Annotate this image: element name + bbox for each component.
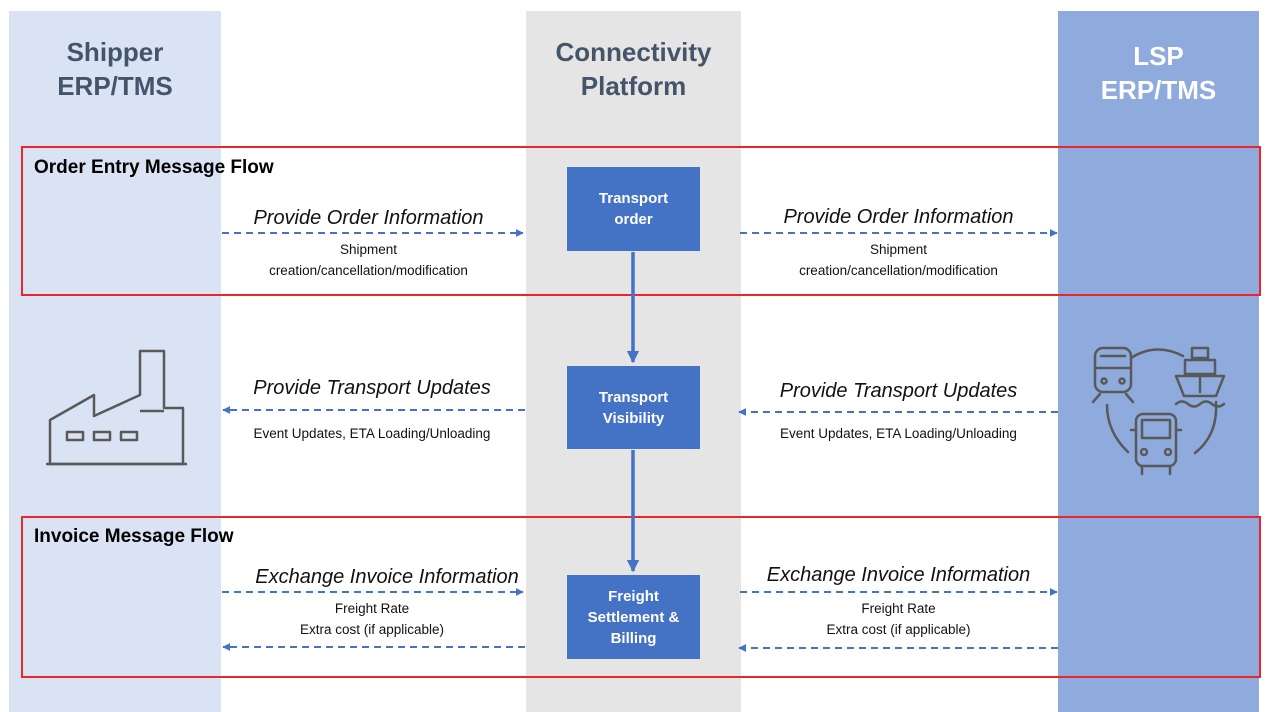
invoice-left-detail: Freight Rate Extra cost (if applicable): [299, 601, 445, 637]
shipper-column-title: Shipper ERP/TMS: [57, 37, 173, 101]
updates-right-label: Provide Transport Updates: [779, 380, 1018, 402]
updates-left-label: Provide Transport Updates: [253, 377, 491, 399]
order-left-detail: Shipment creation/cancellation/modificat…: [269, 242, 468, 278]
invoice-right-label: Exchange Invoice Information: [766, 564, 1031, 586]
lsp-column-title: LSP ERP/TMS: [1100, 41, 1217, 105]
updates-right-detail: Event Updates, ETA Loading/Unloading: [780, 426, 1017, 441]
order-right-label: Provide Order Information: [783, 206, 1014, 228]
lsp-column: LSP ERP/TMS: [1058, 11, 1259, 712]
invoice-left-label: Exchange Invoice Information: [255, 566, 519, 588]
transport-visibility-node: Transport Visibility: [567, 366, 700, 449]
truck-icon: [1129, 412, 1183, 476]
train-icon: [1091, 346, 1135, 404]
freight-settlement-node: Freight Settlement & Billing: [567, 575, 700, 659]
transport-modes-icon: [1091, 346, 1226, 476]
transport-order-node: Transport order: [567, 167, 700, 251]
invoice-flow-title: Invoice Message Flow: [34, 526, 234, 547]
ship-icon: [1174, 346, 1226, 408]
factory-icon: [46, 349, 187, 466]
invoice-right-detail: Freight Rate Extra cost (if applicable): [826, 601, 971, 637]
order-left-label: Provide Order Information: [253, 207, 484, 229]
shipper-column: Shipper ERP/TMS: [9, 11, 221, 712]
updates-left-detail: Event Updates, ETA Loading/Unloading: [253, 426, 491, 441]
invoice-flow-box: [21, 516, 1261, 678]
order-right-detail: Shipment creation/cancellation/modificat…: [799, 242, 998, 278]
order-entry-flow-box: [21, 146, 1261, 296]
platform-column-title: Connectivity Platform: [555, 37, 712, 101]
order-entry-flow-title: Order Entry Message Flow: [34, 157, 274, 178]
